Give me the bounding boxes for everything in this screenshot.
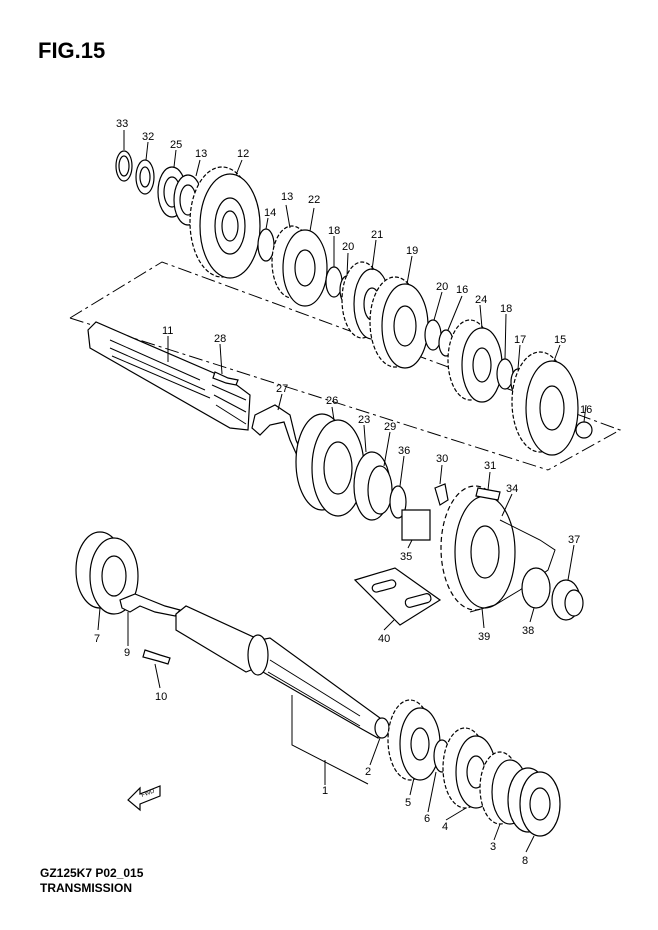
callout-18b: 18 (500, 303, 512, 315)
callout-39: 39 (478, 631, 490, 643)
callout-9: 9 (124, 647, 130, 659)
bolt-31 (475, 487, 501, 501)
gear-15 (511, 351, 579, 456)
callout-7: 7 (94, 633, 100, 645)
bearing-7 (75, 531, 139, 615)
callout-12: 12 (237, 148, 249, 160)
figure-title: FIG.15 (38, 38, 106, 63)
callout-11: 11 (162, 325, 173, 337)
mainshaft (175, 605, 381, 739)
callout-4: 4 (442, 821, 448, 833)
callout-40: 40 (378, 633, 390, 645)
callout-34: 34 (506, 483, 518, 495)
chain-joint-40 (353, 567, 442, 626)
washer-30 (434, 483, 449, 506)
callout-17: 17 (514, 334, 526, 346)
callout-33: 33 (116, 118, 128, 130)
callout-26: 26 (326, 395, 338, 407)
callout-37: 37 (568, 534, 580, 546)
sprocket-39 (440, 485, 516, 611)
callout-20a: 20 (342, 241, 354, 253)
callout-23: 23 (358, 414, 370, 426)
bush-2 (374, 717, 390, 739)
countershaft (87, 321, 251, 431)
bearing-8 (507, 767, 561, 837)
callout-32: 32 (142, 131, 154, 143)
callout-31: 31 (484, 460, 496, 472)
callout-2: 2 (365, 766, 371, 778)
figure-name: TRANSMISSION (40, 881, 133, 895)
gear-12 (189, 166, 261, 279)
callout-10: 10 (155, 691, 167, 703)
gear-19 (369, 276, 429, 369)
callout-1: 1 (322, 785, 328, 797)
callout-5: 5 (405, 797, 411, 809)
callout-19: 19 (406, 245, 418, 257)
plate-27 (251, 404, 306, 463)
callout-35: 35 (400, 551, 412, 563)
assembly-boundary-lower (69, 317, 549, 471)
gear-24 (447, 319, 503, 403)
fwd-arrow-icon: FWD (127, 785, 161, 812)
callout-15: 15 (554, 334, 566, 346)
bolt-10 (142, 649, 171, 665)
callout-18a: 18 (328, 225, 340, 237)
callout-21: 21 (371, 229, 383, 241)
callout-labels: 1 2 3 4 5 6 7 8 9 10 11 12 13 13 14 15 1… (94, 118, 592, 867)
chain-34 (469, 519, 556, 613)
callout-36: 36 (398, 445, 410, 457)
circlip-38 (521, 567, 551, 609)
bushing-14 (257, 228, 275, 262)
bush-16b (575, 421, 593, 439)
callout-13b: 13 (281, 191, 293, 203)
callout-6: 6 (424, 813, 430, 825)
svg-text:FWD: FWD (141, 788, 157, 799)
callout-38: 38 (522, 625, 534, 637)
callout-16a: 16 (456, 284, 468, 296)
callout-8: 8 (522, 855, 528, 867)
gear-22 (271, 225, 328, 307)
callout-20b: 20 (436, 281, 448, 293)
callout-30: 30 (436, 453, 448, 465)
bolt-28 (212, 371, 239, 386)
bearing-26 (295, 413, 365, 517)
callout-27: 27 (276, 383, 288, 395)
gear-5 (387, 699, 441, 781)
callout-3: 3 (490, 841, 496, 853)
callout-24: 24 (475, 294, 487, 306)
callout-16b: 16 (580, 404, 592, 416)
callout-25: 25 (170, 139, 182, 151)
bush-35 (401, 509, 431, 541)
callout-14: 14 (264, 207, 276, 219)
callout-28: 28 (214, 333, 226, 345)
leader-lines (97, 130, 587, 853)
plate-9 (119, 593, 182, 617)
figure-code: GZ125K7 P02_015 (40, 866, 144, 880)
callout-22: 22 (308, 194, 320, 206)
callout-29: 29 (384, 421, 396, 433)
callout-13a: 13 (195, 148, 207, 160)
